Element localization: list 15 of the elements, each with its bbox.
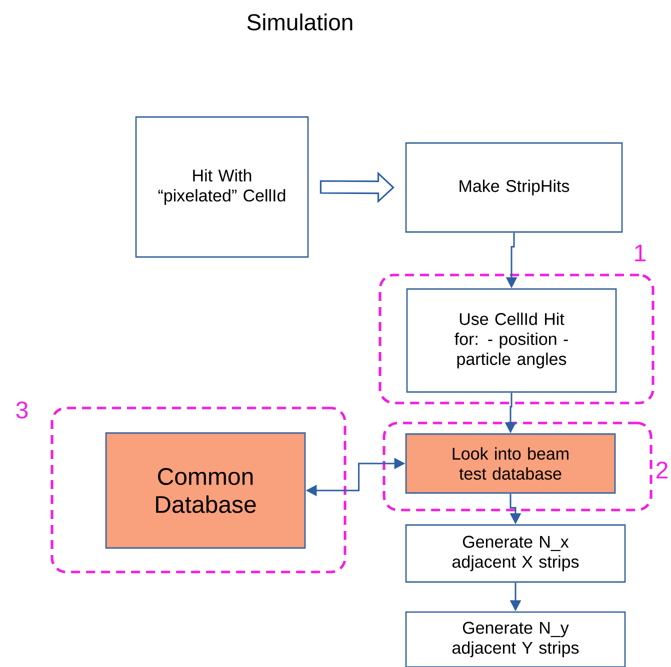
process-box: Look into beam test database [405, 433, 616, 494]
dashed-group-box [50, 406, 346, 574]
process-box: Generate N_y adjacent Y strips [405, 611, 626, 667]
block-arrow [320, 172, 394, 204]
process-box: Use CellId Hit for: - position - particle angles [406, 288, 617, 393]
group-number: 3 [16, 402, 28, 418]
process-box: Common Database [105, 432, 306, 549]
process-box: Make StripHits [405, 142, 623, 233]
process-box: Generate N_x adjacent X strips [405, 524, 626, 583]
dashed-group-box [382, 422, 652, 512]
title: Simulation [247, 14, 352, 30]
group-number: 1 [635, 244, 646, 262]
group-number: 2 [656, 462, 668, 478]
dashed-group-box [378, 274, 654, 404]
process-box: Hit With “pixelated” CellId [135, 116, 309, 258]
